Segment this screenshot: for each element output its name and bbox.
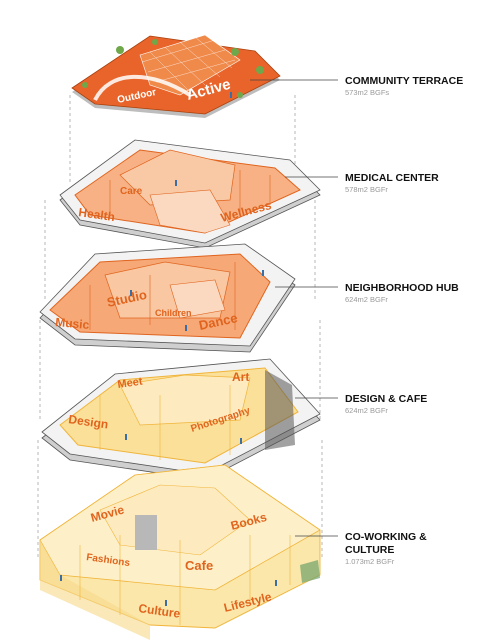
- dashed-guides: [37, 95, 323, 560]
- leader-lines: [250, 79, 338, 537]
- level-area: 624m2 BGFr: [345, 406, 388, 415]
- level-title-line2: CULTURE: [345, 544, 394, 556]
- level-title: DESIGN & CAFE: [345, 393, 427, 405]
- people-figures: [60, 92, 277, 606]
- label-medical-center: MEDICAL CENTER 578m2 BGFr: [345, 172, 439, 194]
- room-children: Children: [155, 308, 192, 318]
- level-title: COMMUNITY TERRACE: [345, 75, 463, 87]
- floor-design-cafe: Meet Art Design Photography: [41, 358, 321, 481]
- room-health: Health: [78, 205, 116, 224]
- level-area: 573m2 BGFs: [345, 88, 389, 97]
- floor-coworking-culture: Movie Books Fashions Cafe Culture Lifest…: [39, 464, 321, 640]
- level-area: 624m2 BGFr: [345, 295, 388, 304]
- room-culture: Culture: [138, 601, 182, 621]
- level-title: MEDICAL CENTER: [345, 172, 439, 184]
- level-area: 578m2 BGFr: [345, 185, 388, 194]
- level-area: 1.073m2 BGFr: [345, 557, 395, 566]
- label-coworking-culture: CO-WORKING & CULTURE 1.073m2 BGFr: [345, 531, 427, 566]
- room-art: Art: [232, 370, 249, 384]
- label-design-cafe: DESIGN & CAFE 624m2 BGFr: [345, 393, 427, 415]
- level-title: NEIGHBORHOOD HUB: [345, 282, 459, 294]
- label-community-terrace: COMMUNITY TERRACE 573m2 BGFs: [345, 75, 463, 97]
- room-cafe: Cafe: [185, 558, 213, 573]
- floor-neighborhood-hub: Studio Children Music Dance: [39, 243, 296, 353]
- room-music: Music: [55, 315, 90, 332]
- floor-medical-center: Care Health Wellness: [59, 139, 321, 249]
- room-meet: Meet: [117, 376, 144, 391]
- level-title-line1: CO-WORKING &: [345, 531, 427, 543]
- floor-community-terrace: Outdoor Active: [71, 34, 281, 118]
- room-design: Design: [68, 412, 110, 431]
- room-care: Care: [120, 186, 143, 197]
- label-neighborhood-hub: NEIGHBORHOOD HUB 624m2 BGFr: [345, 282, 459, 304]
